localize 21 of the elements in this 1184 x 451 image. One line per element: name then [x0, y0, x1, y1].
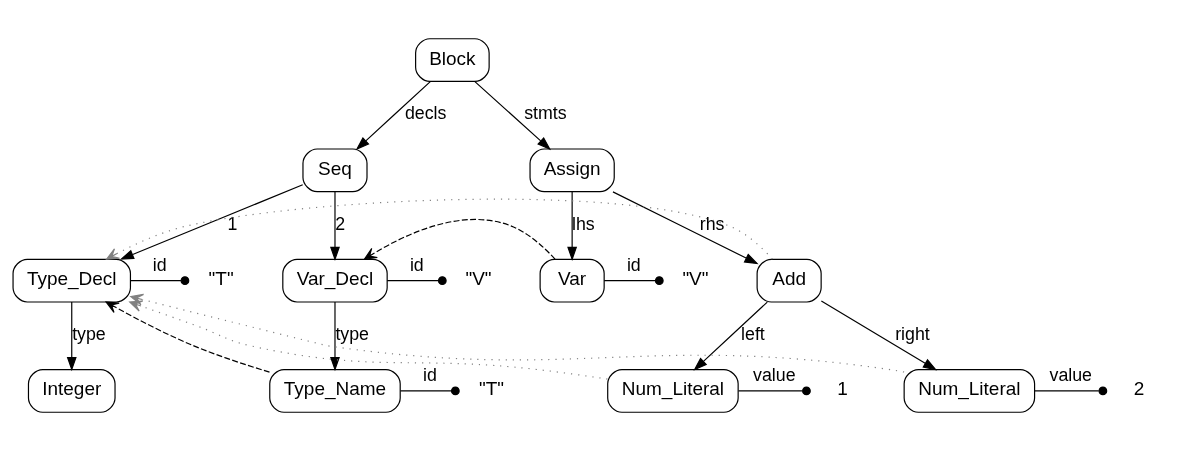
edge-label: id — [409, 255, 424, 276]
edge-label: lhs — [572, 213, 595, 234]
edge-label: left — [741, 323, 765, 344]
edge-label: value — [753, 365, 796, 386]
edge-label: id — [152, 255, 167, 276]
edge-label: 1 — [227, 213, 238, 234]
node-text: 2 — [1133, 378, 1145, 400]
node-text: "T" — [208, 268, 234, 290]
edge-label: stmts — [524, 103, 567, 124]
edge-label: right — [895, 323, 930, 344]
edge-label: 2 — [335, 213, 346, 234]
edge-label: type — [72, 323, 106, 344]
edge-label: rhs — [699, 213, 725, 234]
node-text: "T" — [478, 378, 505, 400]
edge-label: id — [626, 255, 641, 276]
node-text: "V" — [465, 268, 492, 290]
edge-label: decls — [404, 103, 447, 124]
edge-label: id — [422, 365, 437, 386]
node-text: 1 — [837, 378, 848, 400]
edge-label: value — [1049, 365, 1092, 386]
node-text: "V" — [682, 268, 709, 290]
